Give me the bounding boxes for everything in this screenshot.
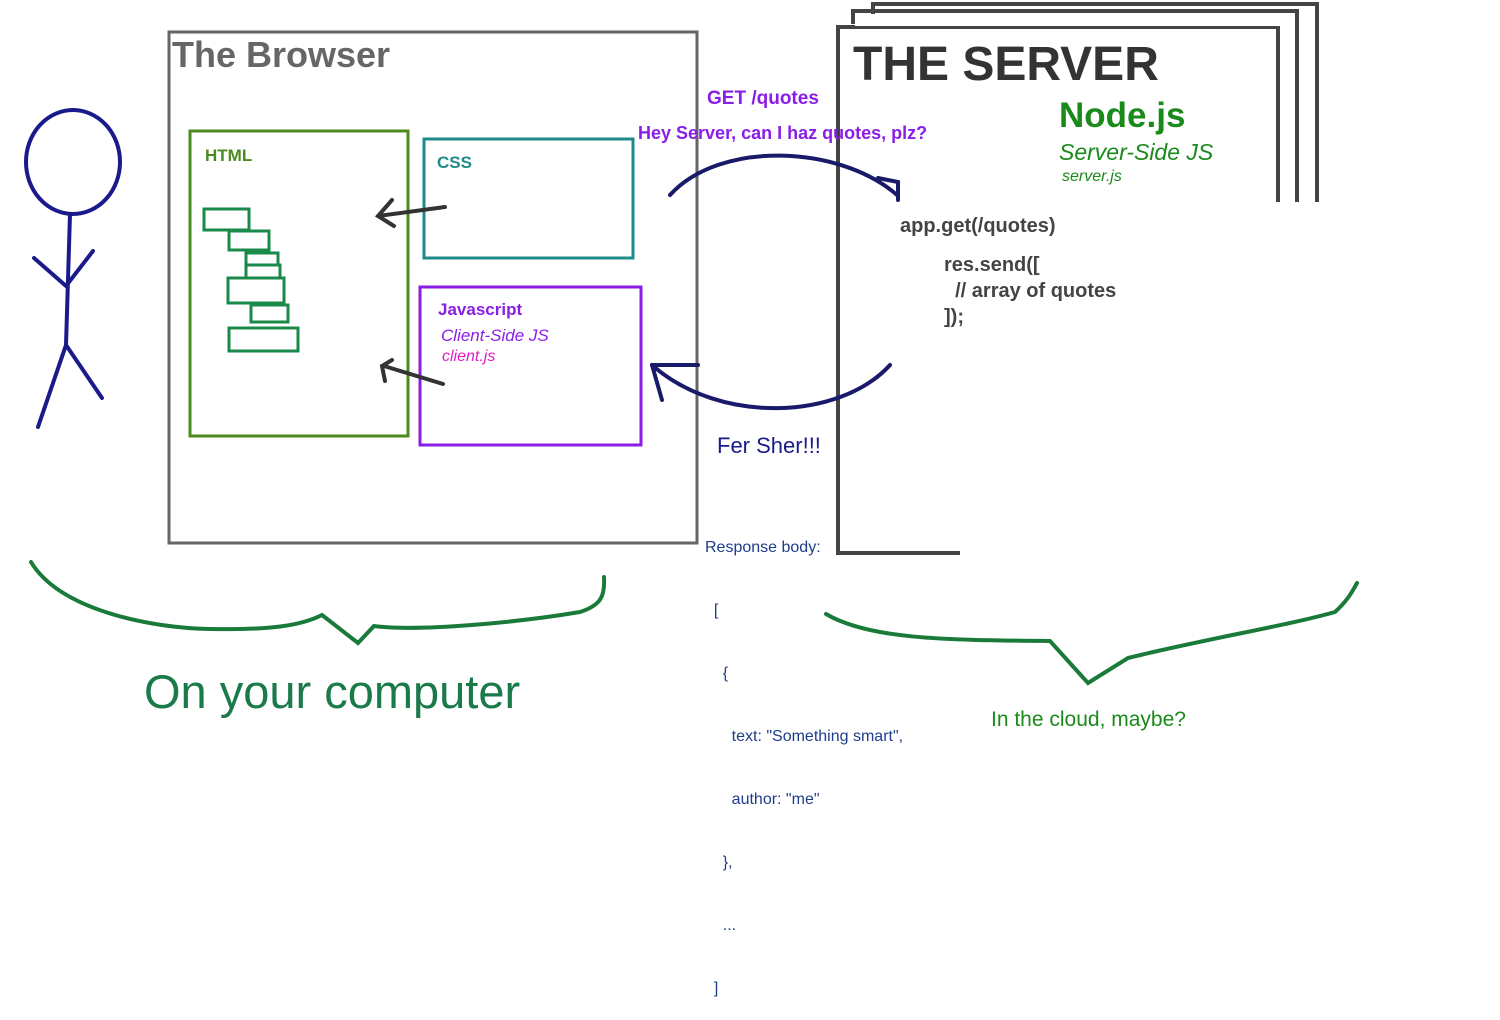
css-label: CSS <box>437 153 472 172</box>
response-arrow-icon <box>650 363 892 411</box>
response-body-label: Response body: <box>705 539 821 556</box>
code-line: ]); <box>944 306 964 328</box>
js-to-html-arrow-icon <box>379 358 445 386</box>
remote-brace-icon <box>824 581 1359 686</box>
response-body-line: author: "me" <box>705 791 820 808</box>
html-label: HTML <box>205 146 253 165</box>
browser-title: The Browser <box>172 34 391 75</box>
remote-caption: In the cloud, maybe? <box>991 708 1186 731</box>
server-stack <box>836 2 1319 555</box>
response-body-line: { <box>705 665 729 682</box>
response-body: Response body: [ { text: "Something smar… <box>705 495 903 1020</box>
client-side-js-label: Client-Side JS <box>441 326 549 345</box>
code-line: app.get(/quotes) <box>900 215 1056 237</box>
code-line: // array of quotes <box>944 280 1117 302</box>
client-file-label: client.js <box>442 348 496 365</box>
code-line: res.send([ <box>944 254 1040 276</box>
server-title: THE SERVER <box>853 38 1159 91</box>
css-box <box>422 137 635 260</box>
response-body-line: text: "Something smart", <box>705 728 904 745</box>
request-message: Hey Server, can I haz quotes, plz? <box>638 123 928 143</box>
request-method-path: GET /quotes <box>707 88 819 109</box>
dom-blocks-icon <box>202 207 300 353</box>
browser-frame <box>167 30 699 545</box>
stick-figure-icon <box>24 108 122 429</box>
response-body-line: ] <box>705 980 719 997</box>
response-status-text: Fer Sher!!! <box>717 433 821 458</box>
js-box <box>418 285 643 447</box>
local-caption: On your computer <box>144 665 521 718</box>
local-brace-icon <box>29 560 607 646</box>
server-side-js-label: Server-Side JS <box>1059 139 1214 165</box>
javascript-label: Javascript <box>438 300 523 319</box>
response-body-line: }, <box>705 854 733 871</box>
request-arrow-icon <box>668 153 900 202</box>
html-box <box>188 129 410 438</box>
css-to-html-arrow-icon <box>374 198 447 228</box>
response-body-line: [ <box>705 602 719 619</box>
server-file-label: server.js <box>1062 168 1122 185</box>
response-body-line: ... <box>705 917 737 934</box>
node-runtime-label: Node.js <box>1059 96 1186 135</box>
